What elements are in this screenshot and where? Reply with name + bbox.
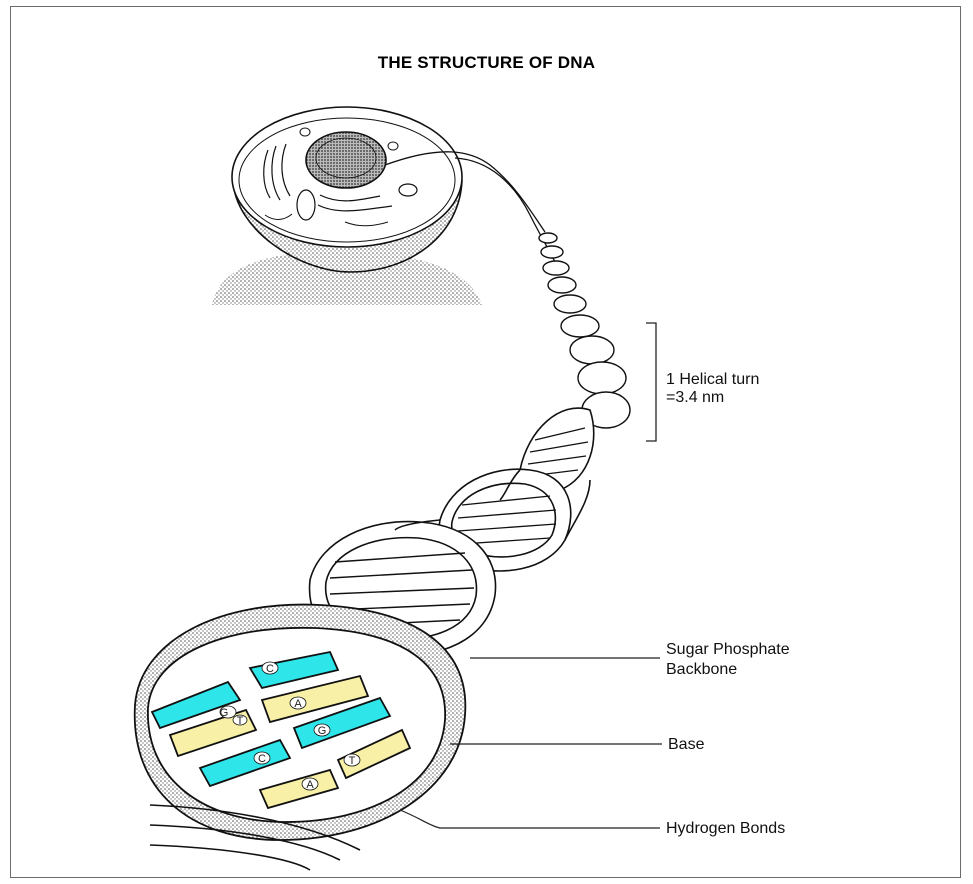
helical-turn-label-line1: 1 Helical turn — [666, 370, 759, 390]
backbone-label-line1: Sugar Phosphate — [666, 640, 790, 660]
helical-turn-bracket — [646, 323, 656, 441]
coiled-fiber — [539, 233, 630, 428]
base-letter-c1: C — [266, 663, 274, 675]
base-letter-g2: G — [318, 725, 327, 737]
base-letter-g1: G — [220, 707, 229, 719]
base-label: Base — [668, 735, 704, 755]
backbone-label-line2: Backbone — [666, 660, 737, 680]
cell — [232, 107, 462, 272]
base-letter-t1: T — [237, 715, 244, 727]
base-letter-c2: C — [258, 753, 266, 765]
base-letter-t2: T — [349, 755, 356, 767]
helical-turn-label-line2: =3.4 nm — [666, 388, 724, 408]
hydrogen-bonds-leader-line — [400, 810, 660, 828]
base-letter-a2: A — [306, 779, 314, 791]
hydrogen-bonds-label: Hydrogen Bonds — [666, 819, 785, 839]
base-letter-a1: A — [294, 698, 302, 710]
cross-section — [135, 605, 466, 870]
